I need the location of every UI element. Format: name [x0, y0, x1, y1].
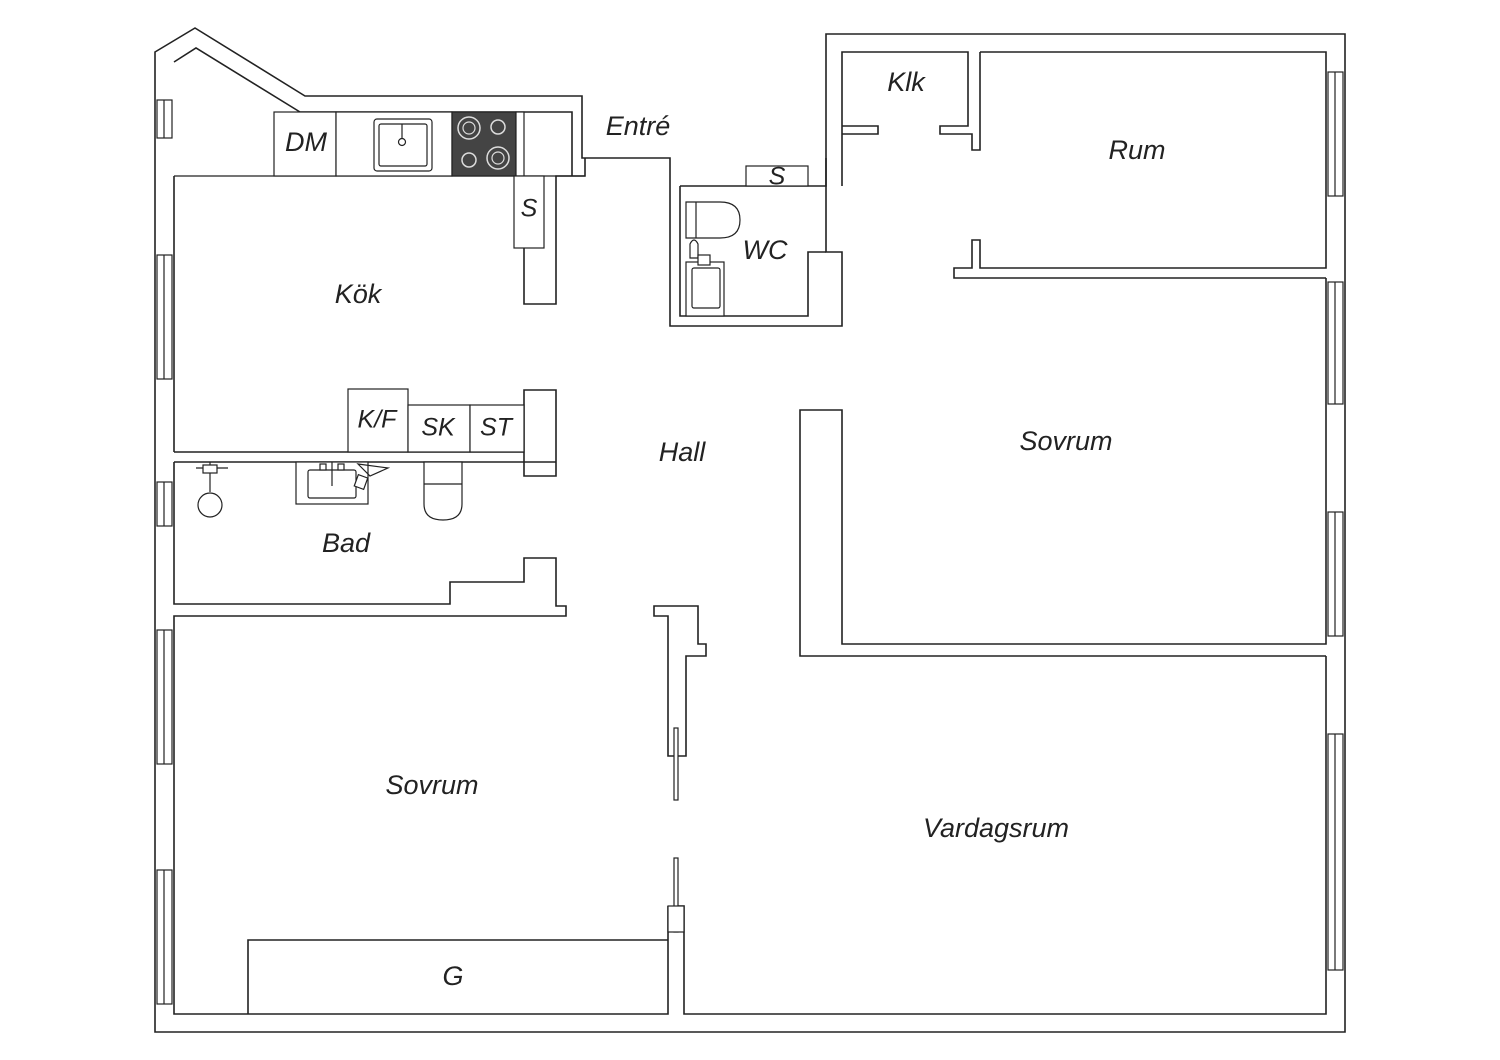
washbasin-icon [295, 461, 391, 505]
bathroom [173, 461, 669, 1015]
room-rum [953, 51, 1327, 279]
label-wc: WC [743, 235, 788, 265]
label-s-wc: S [769, 163, 786, 191]
wardrobe-s-wc [745, 165, 809, 187]
windows-right [1327, 71, 1344, 971]
fridge-freezer [347, 388, 409, 453]
toilet-icon [423, 461, 463, 521]
wc-toilet-icon [685, 201, 741, 239]
shower-icon [196, 462, 228, 518]
label-kok: Kök [335, 279, 383, 309]
entry-area [679, 51, 981, 317]
label-kf: K/F [358, 406, 399, 434]
dishwasher [273, 111, 337, 177]
wc-washbasin-icon [685, 239, 725, 317]
label-sk: SK [421, 414, 456, 442]
label-entre: Entré [606, 111, 671, 141]
label-sovrum-right: Sovrum [1019, 426, 1112, 456]
wardrobe-s-kitchen [513, 175, 545, 249]
windows-left [156, 99, 173, 1005]
label-st: ST [480, 414, 514, 442]
sliding-door-upper [673, 727, 679, 801]
cabinet-st [469, 404, 525, 453]
label-g: G [442, 961, 463, 991]
kitchen [173, 111, 586, 477]
label-s-kitchen: S [521, 195, 538, 223]
room-labels: Entré Klk Rum DM S S WC Kök K/F SK ST Ha… [285, 67, 1166, 991]
label-bad: Bad [322, 528, 371, 558]
label-dm: DM [285, 127, 327, 157]
label-klk: Klk [887, 67, 926, 97]
kitchen-sink-icon [373, 118, 433, 172]
stove-icon [451, 111, 517, 177]
hall-partition [653, 605, 707, 933]
wardrobe-g [247, 939, 668, 1014]
room-sovrum-right [799, 278, 1327, 657]
label-vardagsrum: Vardagsrum [923, 813, 1069, 843]
label-hall: Hall [659, 437, 707, 467]
label-rum: Rum [1108, 135, 1165, 165]
cabinet-sk [407, 404, 471, 453]
label-sovrum-left: Sovrum [385, 770, 478, 800]
